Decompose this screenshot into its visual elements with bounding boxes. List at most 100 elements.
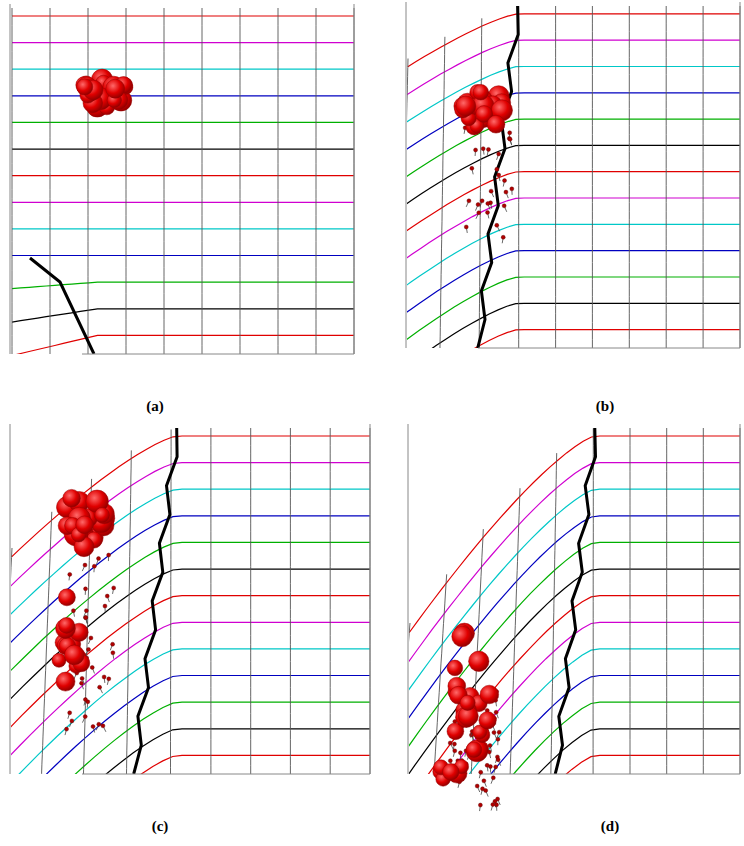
small-particle (68, 572, 72, 576)
mesh-column-line (630, 428, 631, 774)
mesh-column-line (316, 8, 317, 354)
small-particle (103, 604, 107, 608)
small-particle (491, 776, 495, 780)
mesh-column-line (555, 6, 556, 348)
mesh-row-line (12, 335, 354, 354)
mesh-row-line (12, 202, 354, 203)
particle (443, 764, 460, 781)
mesh-row-line (12, 175, 354, 176)
mesh-row-line (11, 729, 370, 774)
mesh-row-line (11, 702, 370, 774)
particle (460, 695, 475, 710)
shear-band-line (134, 428, 177, 774)
mesh-column-line (629, 6, 630, 348)
shear-band-line (30, 258, 94, 354)
small-particle (102, 675, 106, 679)
mesh-row-line (407, 67, 740, 123)
small-particle (112, 586, 116, 590)
small-particle (507, 136, 511, 140)
small-particle (508, 131, 512, 135)
small-particle (494, 710, 498, 714)
mesh-row-line (12, 95, 354, 96)
small-particle (495, 223, 499, 227)
mesh-row-line (409, 622, 740, 774)
small-particle (84, 587, 88, 591)
mesh-column-line (422, 574, 447, 774)
mesh-column-line (666, 428, 667, 774)
mesh-column-line (37, 512, 52, 774)
mesh-column-line (210, 428, 211, 774)
particle (480, 685, 499, 704)
mesh-row-line (12, 122, 354, 123)
small-particle (478, 803, 482, 807)
mesh-column-line (250, 428, 251, 774)
mesh-row-line (11, 755, 370, 774)
particle (466, 742, 482, 758)
particle (469, 651, 489, 671)
mesh-row-line (407, 172, 740, 233)
small-particle (470, 166, 474, 170)
particle (456, 96, 476, 116)
small-particle (495, 167, 499, 171)
small-particle (80, 681, 84, 685)
small-particle (65, 727, 69, 731)
deformed-mesh (12, 8, 354, 354)
mesh-row-line (12, 309, 354, 322)
frame-wall (10, 424, 11, 774)
particle (52, 653, 66, 667)
small-particle (80, 676, 84, 680)
small-particle (101, 724, 105, 728)
small-particle (495, 803, 499, 807)
small-particle (467, 199, 471, 203)
mesh-row-line (12, 42, 354, 43)
mesh-column-line (592, 6, 593, 348)
small-particle (486, 210, 490, 214)
mesh-row-line (11, 516, 370, 646)
small-particle (486, 147, 490, 151)
mesh-column-line (290, 428, 291, 774)
small-particle (91, 725, 95, 729)
mesh-row-line (12, 228, 354, 229)
mesh-column-line (703, 428, 704, 774)
particle (76, 516, 94, 534)
mesh-row-line (11, 569, 370, 705)
small-particle (453, 749, 457, 753)
particle (106, 79, 125, 98)
mesh-row-line (11, 596, 370, 735)
small-particle (482, 779, 486, 783)
small-particle (452, 742, 456, 746)
particle (56, 672, 75, 691)
small-particle (111, 651, 115, 655)
particle (487, 115, 505, 133)
small-particle (480, 199, 484, 203)
mesh-row-line (11, 463, 370, 587)
small-particle (475, 784, 479, 788)
panel-label: (b) (594, 398, 616, 415)
frame-wall (354, 4, 355, 354)
particle (59, 617, 75, 633)
mesh-column-line (439, 37, 445, 348)
small-particle (497, 152, 501, 156)
deformed-mesh (11, 428, 370, 774)
mesh-row-line (409, 755, 740, 774)
mesh-column-line (88, 8, 89, 354)
small-particle (497, 173, 501, 177)
particle (447, 660, 463, 676)
small-particle (502, 204, 506, 208)
frame-floor (480, 774, 740, 775)
mesh-row-line (12, 149, 354, 150)
small-particle (70, 719, 74, 723)
mesh-row-line (409, 702, 740, 774)
mesh-row-line (409, 436, 740, 633)
small-particle (474, 148, 478, 152)
deformed-mesh (407, 6, 740, 348)
mesh-column-line (202, 8, 203, 354)
small-particle (458, 751, 462, 755)
small-particle (503, 179, 507, 183)
mesh-column-line (593, 428, 594, 774)
mesh-column-line (550, 453, 557, 774)
shear-band-line (478, 6, 519, 348)
mesh-row-line (11, 542, 370, 675)
panel-label: (d) (599, 818, 621, 835)
small-particle (83, 715, 87, 719)
